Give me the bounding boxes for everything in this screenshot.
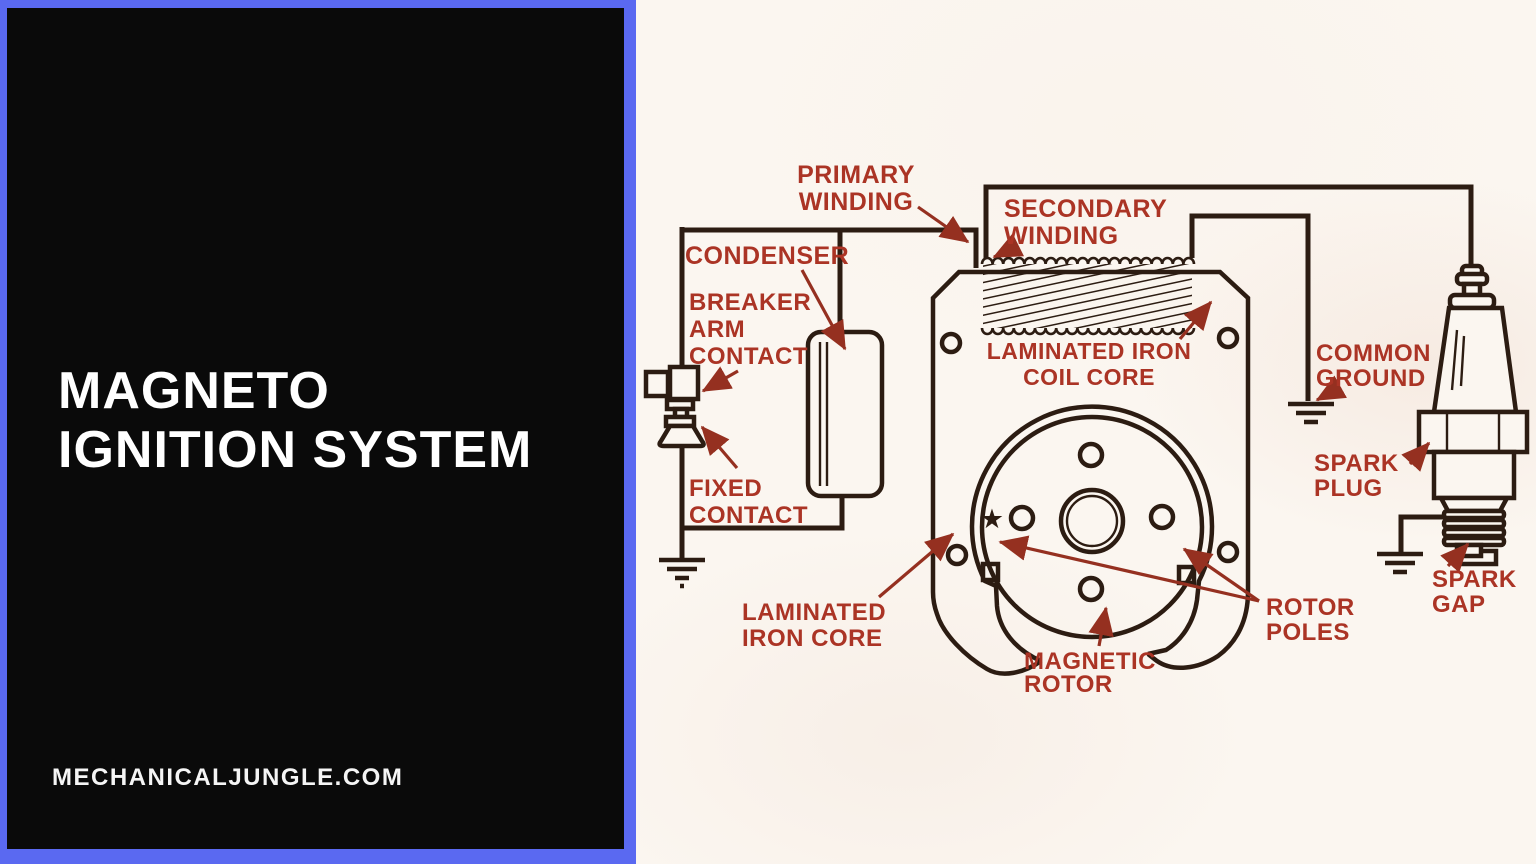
arrow-laminated-iron-coil-core bbox=[1178, 300, 1213, 341]
label-primary-winding-line1: PRIMARY bbox=[797, 161, 915, 189]
wire-spark-plug-ground bbox=[1398, 514, 1444, 552]
rotor-hub-outer bbox=[1058, 487, 1126, 555]
page-title-line1: MAGNETO bbox=[58, 362, 330, 420]
label-magnetic-rotor-line2: ROTOR bbox=[1024, 671, 1113, 698]
rotor-pole-star-marker: ★ bbox=[980, 504, 1004, 535]
label-condenser: CONDENSER bbox=[685, 242, 849, 270]
rotor-hole-bottom bbox=[1077, 575, 1105, 603]
magnetic-rotor-assembly: ★ bbox=[979, 414, 1205, 640]
circuit-wires bbox=[679, 184, 1474, 560]
spark-plug-insulator bbox=[1431, 305, 1519, 415]
label-spark-plug-line2: PLUG bbox=[1314, 475, 1383, 502]
diagram-panel: ★ bbox=[636, 0, 1536, 864]
core-screw-hole bbox=[939, 331, 963, 355]
spark-plug-body bbox=[1416, 263, 1530, 567]
breaker-assembly bbox=[643, 364, 706, 449]
label-laminated-iron-core-line1: LAMINATED bbox=[742, 599, 886, 626]
spark-plug-ground-electrode bbox=[1459, 548, 1499, 567]
arrow-condenser bbox=[800, 269, 847, 351]
core-screw-hole bbox=[1216, 326, 1240, 350]
label-rotor-poles-line2: POLES bbox=[1266, 619, 1350, 646]
label-magnetic-rotor-line1: MAGNETIC bbox=[1024, 648, 1156, 675]
label-laminated-iron-core-line2: IRON CORE bbox=[742, 625, 883, 652]
spark-plug-hex-facets bbox=[1445, 412, 1501, 452]
spark-plug-insulator-streaks bbox=[1450, 329, 1466, 391]
label-spark-gap-line2: GAP bbox=[1432, 591, 1486, 618]
spark-plug-knurled-section bbox=[1431, 449, 1517, 501]
website-text: MECHANICALJUNGLE.COM bbox=[52, 764, 404, 791]
ground-symbol-common bbox=[1288, 401, 1334, 425]
label-spark-plug-line1: SPARK bbox=[1314, 450, 1399, 477]
label-spark-gap-line1: SPARK bbox=[1432, 566, 1517, 593]
label-breaker-arm-contact-line2: ARM bbox=[689, 316, 745, 343]
breaker-arm-block-right bbox=[667, 364, 701, 402]
wire-secondary-to-common-ground bbox=[1189, 213, 1311, 401]
page-title: MAGNETO IGNITION SYSTEM bbox=[58, 362, 532, 480]
title-card: MAGNETO IGNITION SYSTEM MECHANICALJUNGLE… bbox=[0, 0, 636, 864]
arrow-breaker-arm-contact bbox=[701, 366, 739, 393]
arrow-common-ground bbox=[1315, 375, 1347, 402]
title-card-background: MAGNETO IGNITION SYSTEM MECHANICALJUNGLE… bbox=[7, 8, 624, 849]
label-secondary-winding-line1: SECONDARY bbox=[1004, 195, 1167, 223]
label-breaker-arm-contact-line3: CONTACT bbox=[689, 343, 808, 370]
fixed-contact-base bbox=[657, 423, 706, 449]
arrow-spark-gap bbox=[1440, 542, 1470, 573]
rotor-hole-left bbox=[1008, 504, 1036, 532]
ground-symbol-spark-plug bbox=[1377, 551, 1423, 575]
ground-symbol-breaker bbox=[659, 557, 705, 589]
arrow-magnetic-rotor bbox=[1088, 606, 1114, 647]
arrow-spark-plug bbox=[1401, 441, 1431, 472]
label-secondary-winding-line2: WINDING bbox=[1004, 222, 1119, 250]
coil-loops-top bbox=[980, 256, 1196, 265]
wire-primary-top bbox=[682, 227, 979, 268]
label-fixed-contact-line2: CONTACT bbox=[689, 502, 808, 529]
coil-loops-bottom bbox=[980, 327, 1196, 336]
annotation-arrows bbox=[700, 205, 1470, 647]
spark-plug-thread bbox=[1441, 508, 1507, 521]
condenser-inner-lines bbox=[818, 342, 829, 486]
spark-plug-thread bbox=[1441, 517, 1507, 530]
condenser-body bbox=[805, 329, 885, 499]
label-breaker-arm-contact-line1: BREAKER bbox=[689, 289, 811, 316]
rotor-hub-inner bbox=[1065, 494, 1119, 548]
rotor-hole-right bbox=[1148, 503, 1176, 531]
coil-hatch bbox=[983, 264, 1192, 328]
rotor-hole-top bbox=[1077, 441, 1105, 469]
label-rotor-poles-line1: ROTOR bbox=[1266, 594, 1355, 621]
magneto-diagram: ★ bbox=[643, 161, 1530, 698]
arrow-rotor-pole-right bbox=[1182, 547, 1260, 603]
breaker-arm-block-left bbox=[643, 369, 671, 399]
core-outer-outline bbox=[930, 269, 1251, 676]
label-laminated-iron-coil-core-line2: COIL CORE bbox=[1023, 364, 1155, 390]
label-common-ground-line1: COMMON bbox=[1316, 340, 1431, 367]
page-title-line2: IGNITION SYSTEM bbox=[58, 421, 533, 479]
arrow-rotor-pole-left bbox=[998, 535, 1260, 603]
arrow-fixed-contact bbox=[700, 425, 739, 470]
label-fixed-contact-line1: FIXED bbox=[689, 475, 762, 502]
spark-plug-thread bbox=[1441, 526, 1507, 539]
label-common-ground-line2: GROUND bbox=[1316, 365, 1426, 392]
arrow-primary-winding bbox=[917, 205, 970, 244]
core-screw-hole bbox=[1216, 540, 1240, 564]
core-screw-hole bbox=[945, 543, 969, 567]
wire-secondary-to-spark-plug bbox=[983, 184, 1474, 266]
arrow-laminated-iron-core bbox=[877, 532, 955, 599]
diagram-labels: PRIMARY WINDING SECONDARY WINDING CONDEN… bbox=[685, 161, 1517, 698]
wire-bottom-return bbox=[680, 494, 845, 531]
spark-plug-hex-nut bbox=[1416, 409, 1530, 455]
coil-windings bbox=[980, 256, 1196, 336]
label-primary-winding-line2: WINDING bbox=[799, 188, 914, 216]
label-laminated-iron-coil-core-line1: LAMINATED IRON bbox=[987, 338, 1192, 364]
arrow-secondary-winding bbox=[992, 233, 1025, 259]
